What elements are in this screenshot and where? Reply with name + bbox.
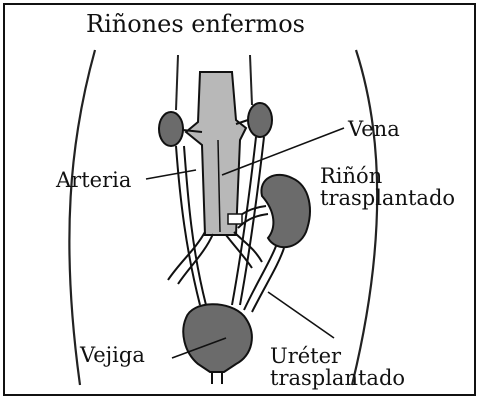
leader-ureter: [268, 292, 334, 338]
upper-vessel-left: [176, 55, 178, 110]
leader-arteria: [146, 170, 196, 179]
upper-vessel-right: [250, 55, 252, 105]
bladder: [183, 304, 252, 372]
label-transplanted-kidney-line2: trasplantado: [320, 187, 455, 209]
label-transplanted-kidney: Riñón trasplantado: [320, 165, 455, 209]
transplanted-kidney: [261, 175, 309, 247]
body-outline-left: [69, 50, 95, 385]
label-arteria: Arteria: [56, 169, 131, 191]
aorta-vena-trunk: [186, 72, 246, 235]
diagram-title: Riñones enfermos: [86, 12, 305, 37]
label-transplanted-kidney-line1: Riñón: [320, 165, 455, 187]
label-vejiga: Vejiga: [80, 344, 145, 366]
diseased-kidney-left: [159, 112, 183, 146]
label-vena: Vena: [348, 118, 400, 140]
label-transplanted-ureter: Uréter trasplantado: [270, 345, 405, 389]
body-outline-right: [352, 50, 377, 385]
label-transplanted-ureter-line1: Uréter: [270, 345, 405, 367]
label-transplanted-ureter-line2: trasplantado: [270, 367, 405, 389]
diseased-kidney-right: [248, 103, 272, 137]
